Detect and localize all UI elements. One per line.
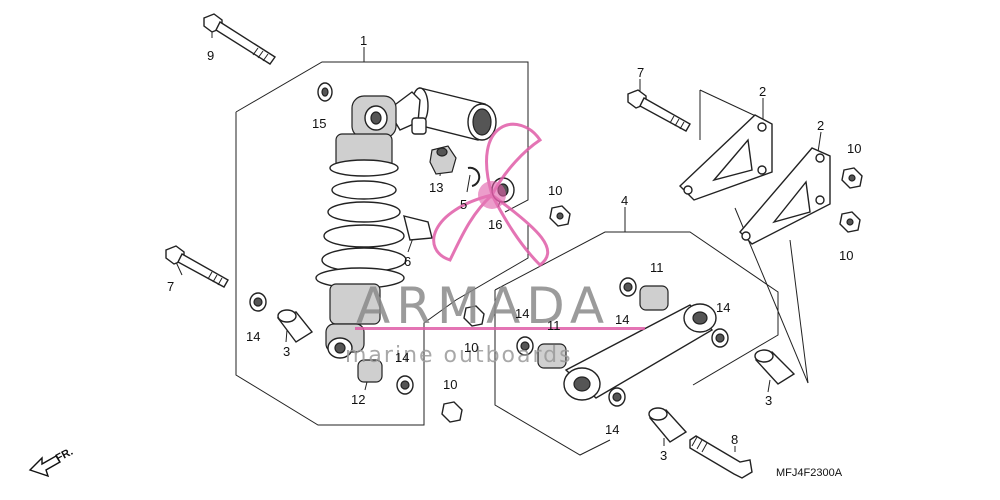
callout-label: 14 <box>395 350 409 365</box>
callout-label: 14 <box>615 312 629 327</box>
watermark-underline <box>355 327 645 330</box>
callout-label: 8 <box>731 432 738 447</box>
leader-lines <box>175 30 822 452</box>
callout-label: 3 <box>660 448 667 463</box>
bolt-7-left <box>165 245 229 288</box>
callout-label: 10 <box>443 377 457 392</box>
nut-10-shock <box>549 205 571 227</box>
bracket-2-b <box>739 147 831 245</box>
seal-14-link-c <box>711 328 729 348</box>
bushing-15 <box>317 82 333 102</box>
collar-3-mid <box>648 407 688 443</box>
callout-label: 3 <box>283 344 290 359</box>
seal-14-link-a <box>619 277 637 297</box>
callout-label: 13 <box>429 180 443 195</box>
callout-label: 7 <box>637 65 644 80</box>
callout-label: 9 <box>207 48 214 63</box>
bolt-7-right <box>627 89 691 132</box>
front-direction-label: FR. <box>54 446 75 465</box>
front-direction-indicator: FR. <box>28 446 75 478</box>
diagram-code: MFJ4F2300A <box>776 467 843 479</box>
callout-label: 16 <box>488 217 502 232</box>
shock-absorber <box>315 87 497 359</box>
seal-14-link-b <box>516 336 534 356</box>
callout-label: 11 <box>650 260 664 275</box>
callout-label: 6 <box>404 254 411 269</box>
shock-group-frame <box>235 61 529 426</box>
bolt-8 <box>689 435 753 479</box>
callout-label: 15 <box>312 116 326 131</box>
watermark-brand: ARMADA <box>356 277 610 335</box>
callout-label: 14 <box>515 306 529 321</box>
collar-3-left <box>276 309 314 343</box>
callout-label: 5 <box>460 197 467 212</box>
circlip-5 <box>467 166 481 187</box>
front-arrow-icon <box>28 455 61 478</box>
callout-label: 1 <box>360 33 367 48</box>
callout-label: 7 <box>167 279 174 294</box>
nut-10-bracket-a <box>841 167 863 189</box>
watermark-tagline: marine outboards <box>345 343 573 368</box>
callout-label: 10 <box>464 340 478 355</box>
callout-label: 14 <box>246 329 260 344</box>
bearing-12 <box>357 359 383 383</box>
callout-label: 10 <box>847 141 861 156</box>
nut-10-mid <box>463 305 485 327</box>
callout-label: 11 <box>547 318 561 333</box>
pad-6 <box>403 215 433 241</box>
seal-14-left <box>249 292 267 312</box>
shock-link <box>537 285 717 401</box>
callout-label: 14 <box>716 300 730 315</box>
callout-label: 3 <box>765 393 772 408</box>
watermark: ARMADA marine outboards <box>345 122 645 368</box>
callouts: 1 2 2 3 3 3 4 5 6 7 7 8 9 10 10 10 10 10… <box>167 33 861 463</box>
callout-label: 2 <box>759 84 766 99</box>
nut-10-bracket-b <box>839 211 861 233</box>
link-group-frame <box>494 231 779 456</box>
seal-14-link-d <box>608 387 626 407</box>
callout-label: 12 <box>351 392 365 407</box>
nut-10-low <box>441 401 463 423</box>
watermark-propeller-logo <box>432 122 550 267</box>
callout-label: 10 <box>839 248 853 263</box>
bushing-13 <box>429 145 457 175</box>
callout-label: 14 <box>605 422 619 437</box>
bracket-2-a <box>678 114 773 201</box>
bolt-9 <box>203 13 276 65</box>
collar-3-right <box>754 349 796 385</box>
callout-label: 10 <box>548 183 562 198</box>
callout-label: 4 <box>621 193 628 208</box>
callout-label: 2 <box>817 118 824 133</box>
seal-14-shock <box>396 375 414 395</box>
